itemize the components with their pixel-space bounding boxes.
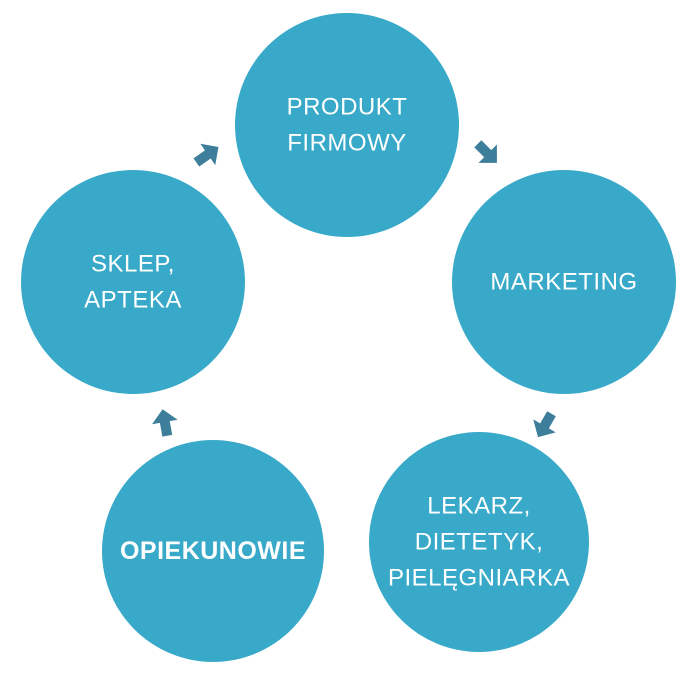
labels-layer: PRODUKT FIRMOWY MARKETING LEKARZ, DIETETYK, P… [84,94,637,592]
arrows-layer [152,140,556,438]
arrow-opiekunowie-to-sklep [152,409,178,437]
node-circle-lekarz [369,432,589,652]
node-circle-opiekunowie [102,440,324,662]
node-label-lekarz: DIETETYK, [415,529,544,556]
node-label-lekarz: LEKARZ, [427,493,531,520]
node-circle-produkt [235,13,459,237]
node-label-produkt: FIRMOWY [287,130,406,157]
node-label-produkt: PRODUKT [287,94,408,121]
arrow-sklep-to-produkt [193,143,219,167]
circles-layer [21,13,676,662]
node-circle-sklep [21,170,245,394]
node-circle-marketing [452,170,676,394]
arrow-produkt-to-marketing [474,140,497,163]
arrow-marketing-to-lekarz [533,411,556,438]
node-label-sklep: APTEKA [84,287,182,314]
node-label-opiekunowie: OPIEKUNOWIE [120,537,306,565]
node-label-marketing: MARKETING [490,269,637,296]
node-label-sklep: SKLEP, [91,251,175,278]
node-label-lekarz: PIELĘGNIARKA [388,565,570,592]
